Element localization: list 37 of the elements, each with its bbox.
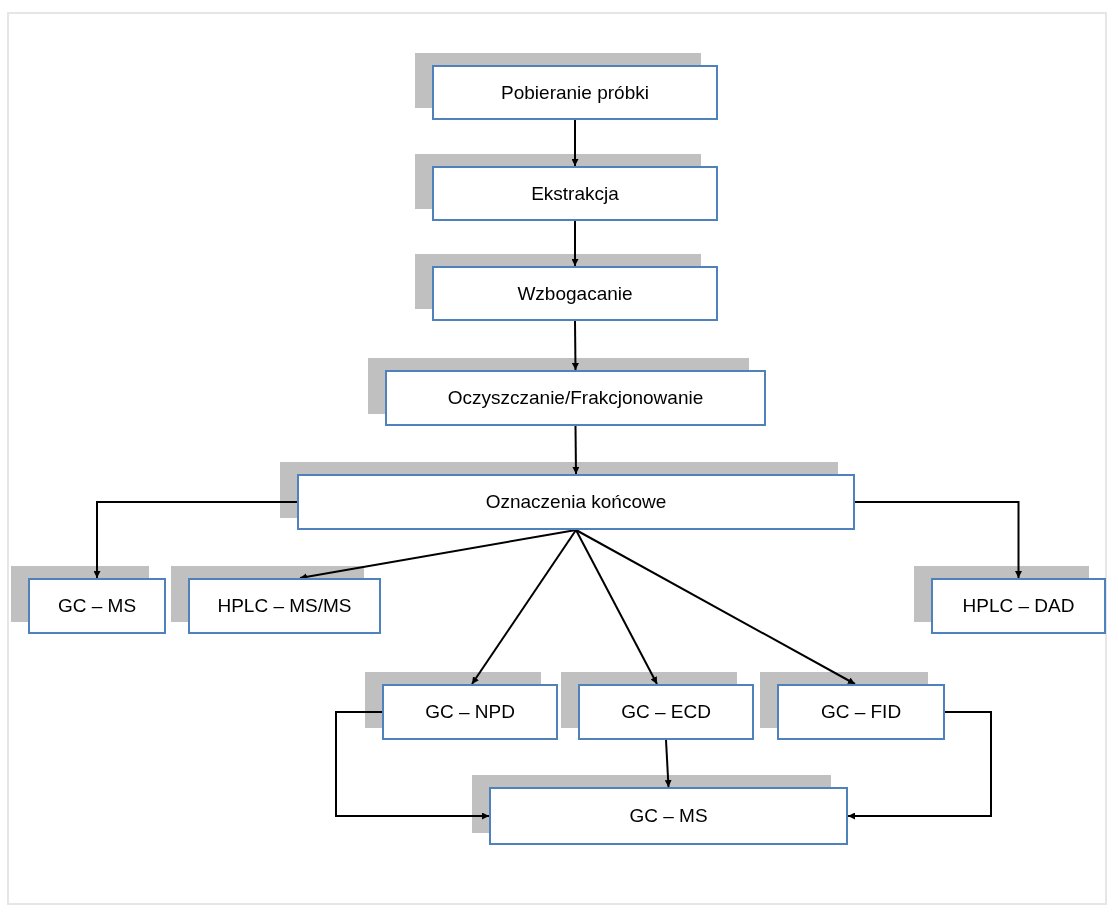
process-box <box>931 578 1106 634</box>
box-label: HPLC – DAD <box>962 595 1075 617</box>
arrow <box>847 711 992 820</box>
process-box <box>382 684 558 740</box>
process-box <box>578 684 754 740</box>
box-label: GC – MS <box>629 805 708 827</box>
arrow <box>571 320 579 371</box>
box-label: GC – NPD <box>425 701 515 723</box>
arrow <box>93 501 298 579</box>
arrow <box>571 220 579 267</box>
arrow <box>471 529 577 685</box>
process-box <box>188 578 381 634</box>
box-label: GC – FID <box>820 701 902 723</box>
process-box <box>777 684 945 740</box>
arrow <box>854 501 1022 579</box>
arrow <box>299 529 577 581</box>
process-box <box>297 474 855 530</box>
box-label: HPLC – MS/MS <box>217 595 352 617</box>
arrow <box>571 119 579 167</box>
arrow <box>575 529 856 685</box>
arrow <box>335 711 490 820</box>
box-label: Wzbogacanie <box>517 282 633 305</box>
process-box <box>432 266 718 321</box>
process-box <box>385 370 766 426</box>
arrow <box>572 425 580 475</box>
process-box <box>432 65 718 120</box>
box-label: GC – ECD <box>621 701 711 723</box>
box-label: Pobieranie próbki <box>501 81 649 104</box>
box-label: Oznaczenia końcowe <box>485 491 667 513</box>
box-label: Oczyszczanie/Frakcjonowanie <box>447 387 704 409</box>
arrow <box>664 739 672 788</box>
process-box <box>432 166 718 221</box>
box-label: Ekstrakcja <box>531 182 619 205</box>
process-box <box>489 787 848 845</box>
arrow <box>575 529 658 685</box>
process-box <box>28 578 166 634</box>
box-label: GC – MS <box>57 595 137 617</box>
